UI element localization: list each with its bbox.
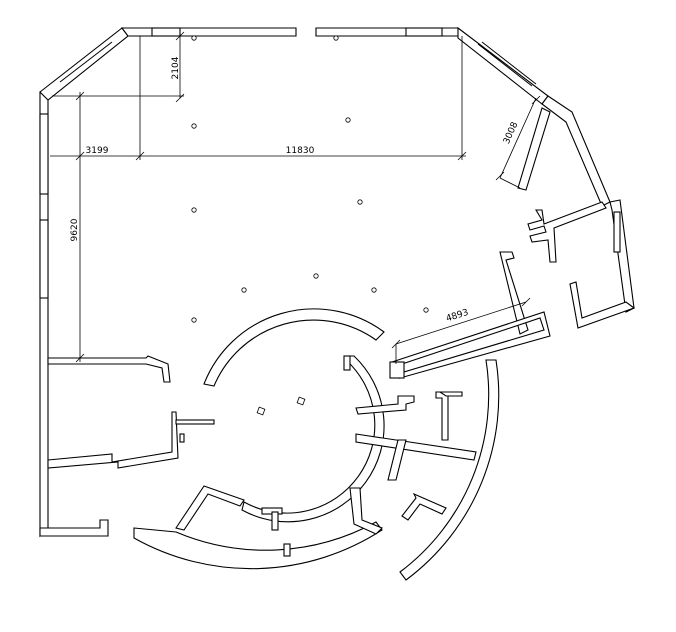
corridor-wall-upper [499, 251, 529, 335]
interior-walls [47, 107, 607, 469]
se-wall-d [355, 433, 477, 461]
west-window-lower [39, 219, 49, 299]
column-marker [191, 317, 197, 323]
east-t-wall [527, 201, 607, 263]
outer-south-arc [133, 521, 383, 570]
column-marker [191, 207, 197, 213]
column-marker [371, 287, 377, 293]
dimension-11830: 11830 [286, 146, 315, 156]
east-window [613, 211, 621, 253]
partition-stub [175, 419, 215, 425]
west-window-upper [39, 113, 49, 195]
column-marker [191, 123, 197, 129]
east-angled-wall [517, 107, 551, 191]
column-marker [333, 35, 339, 41]
sw-wall-a [175, 485, 245, 531]
west-lower-partition [47, 411, 179, 469]
dimension-3199: 3199 [86, 146, 109, 156]
se-wall-g [349, 487, 383, 535]
se-wall-b [435, 391, 449, 441]
hall-stub [343, 355, 351, 371]
dimension-lines [50, 31, 541, 364]
sw-post-b [271, 511, 279, 531]
se-wall-f [401, 492, 447, 521]
column-marker [423, 307, 429, 313]
se-wall-a [355, 395, 415, 415]
upper-arc-wall [203, 308, 385, 387]
corridor-end-block [389, 361, 405, 379]
column-marker [241, 287, 247, 293]
east-bay-wall-bottom [569, 281, 636, 329]
east-bay-wall-upper [541, 95, 611, 207]
columns [191, 35, 429, 416]
southwest-wall [39, 519, 109, 537]
column-marker [313, 273, 319, 279]
dimension-3008: 3008 [502, 120, 521, 145]
pillar-marker [256, 406, 266, 416]
partition-post [179, 433, 185, 443]
west-room-wall [47, 355, 171, 383]
dimension-4893: 4893 [445, 308, 470, 325]
se-wall-e [387, 439, 407, 481]
north-window-left [151, 27, 181, 37]
inner-lower-arc [241, 355, 385, 523]
dimension-9620: 9620 [70, 218, 80, 241]
outer-walls [39, 26, 636, 538]
circular-hall [133, 308, 500, 581]
se-wall-c [438, 391, 463, 397]
north-wall-left [120, 27, 297, 37]
southeast-curved-wall [399, 359, 500, 581]
dimension-labels: 2104 3199 11830 9620 3008 4893 [70, 56, 521, 324]
column-marker [345, 117, 351, 123]
dimension-2104: 2104 [171, 56, 181, 79]
sw-post-c [283, 543, 291, 557]
pillar-marker [296, 396, 306, 406]
north-wall-right [315, 27, 468, 37]
column-marker [357, 199, 363, 205]
northeast-wall [457, 26, 549, 105]
north-window-right [405, 27, 443, 37]
column-marker [191, 35, 197, 41]
corridor-wall-lower [390, 311, 551, 379]
